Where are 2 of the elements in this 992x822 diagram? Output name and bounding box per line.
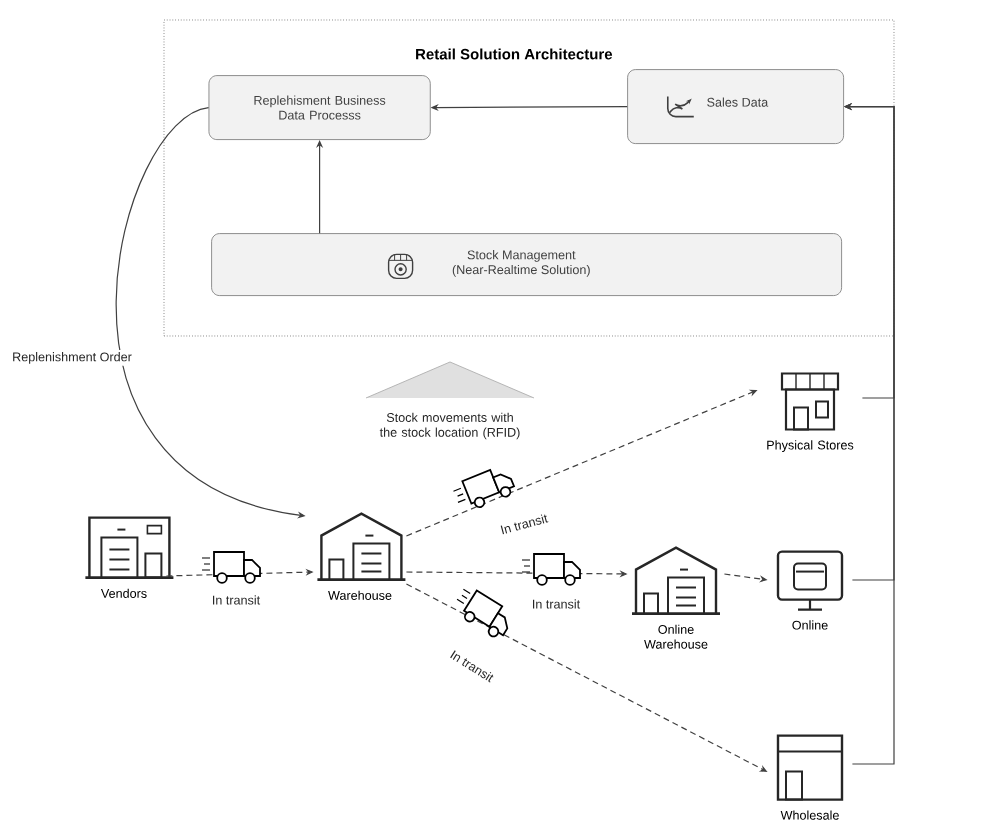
dotted-frame [163, 19, 895, 337]
arrow [844, 103, 895, 765]
